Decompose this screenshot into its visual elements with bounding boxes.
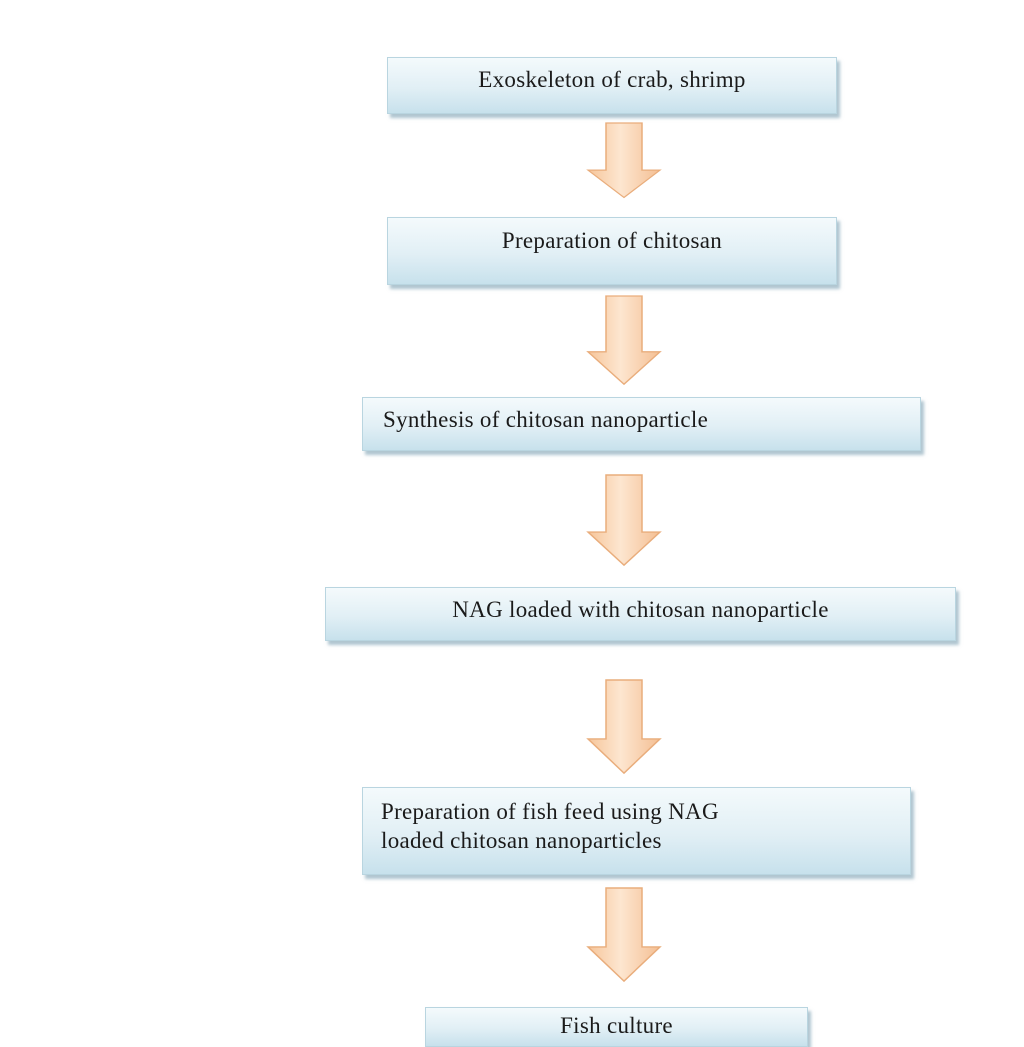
flow-step-exoskeleton: Exoskeleton of crab, shrimp [387, 57, 837, 114]
down-arrow-icon [586, 122, 662, 199]
flow-step-label: Preparation of chitosan [501, 228, 723, 253]
flow-step-nanoparticle-synthesis: Synthesis of chitosan nanoparticle [362, 397, 921, 451]
flow-step-chitosan-preparation: Preparation of chitosan [387, 217, 837, 285]
flow-step-label: Fish culture [560, 1013, 673, 1038]
down-arrow-icon [586, 295, 662, 386]
flow-step-fish-feed-preparation: Preparation of fish feed using NAG loade… [362, 787, 911, 875]
flow-step-label: NAG loaded with chitosan nanoparticle [452, 597, 829, 622]
down-arrow-icon [586, 679, 662, 775]
down-arrow-icon [586, 887, 662, 983]
flow-step-label: Exoskeleton of crab, shrimp [478, 67, 746, 92]
flow-step-label: Preparation of fish feed using NAG loade… [381, 799, 719, 853]
flow-step-fish-culture: Fish culture [425, 1007, 808, 1047]
down-arrow-icon [586, 474, 662, 567]
flow-step-label: Synthesis of chitosan nanoparticle [383, 407, 709, 432]
flow-step-nag-loading: NAG loaded with chitosan nanoparticle [325, 587, 956, 641]
